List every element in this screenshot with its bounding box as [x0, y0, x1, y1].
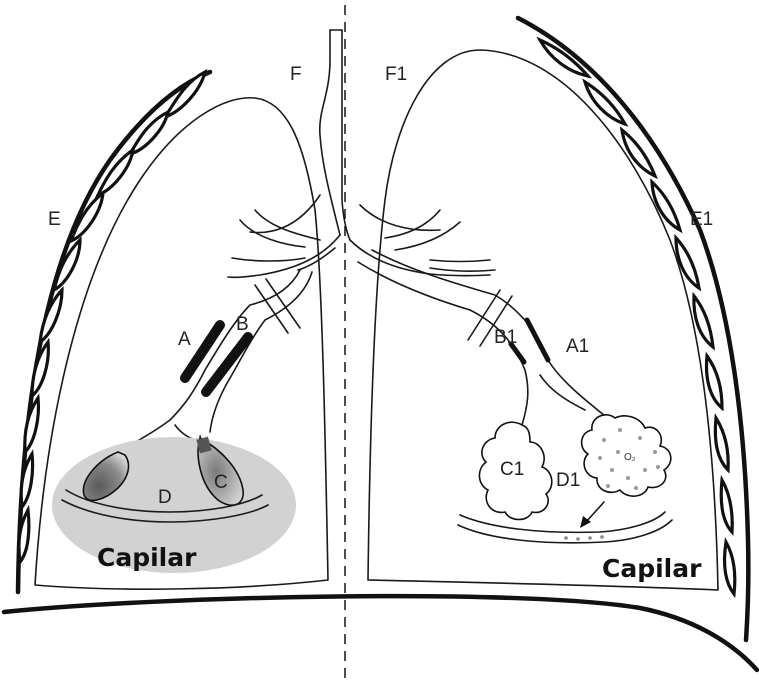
right-chest-wall [518, 18, 748, 640]
label-E1: E1 [690, 209, 713, 230]
trachea [320, 30, 340, 235]
label-E: E [48, 209, 61, 230]
label-A: A [178, 329, 191, 350]
left-bronchial-tree [118, 195, 340, 470]
right-bronchial-tree [350, 205, 610, 425]
label-F: F [290, 64, 302, 85]
label-F1: F1 [385, 64, 407, 85]
diffusion-dots [564, 535, 604, 541]
band-A1 [527, 320, 548, 360]
label-D1: D1 [556, 470, 580, 491]
label-C1: C1 [500, 459, 524, 480]
label-D: D [158, 487, 172, 508]
label-B1: B1 [494, 327, 517, 348]
label-B: B [236, 314, 249, 335]
capillary-label-left: Capilar [97, 543, 197, 572]
capillary-label-right: Capilar [602, 554, 702, 583]
label-C: C [214, 472, 228, 493]
diffusion-arrow [586, 502, 604, 522]
oxygen-label: O₂ [624, 452, 636, 463]
label-A1: A1 [566, 336, 589, 357]
diaphragm [4, 596, 757, 670]
